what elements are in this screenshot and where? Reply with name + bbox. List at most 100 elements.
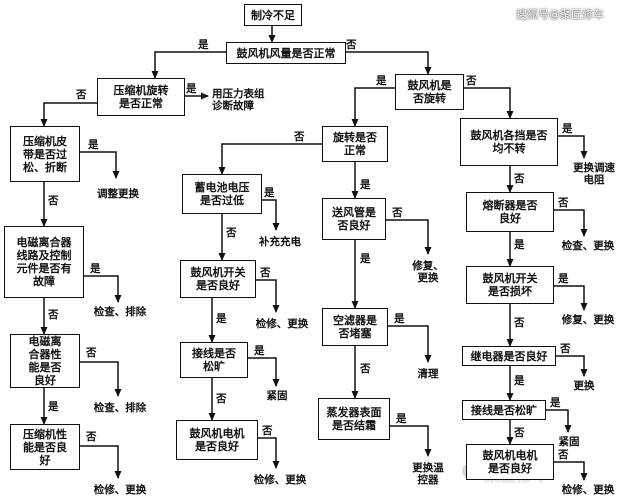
edge-motor-r-no (554, 461, 588, 481)
label-no: 否 (216, 393, 227, 405)
outcome-motor-fix-right: 检修、更换 (561, 484, 615, 496)
node-compressor-rotate: 压缩机旋转 是否正常 (97, 78, 185, 116)
edge-belt-yes (80, 151, 120, 179)
outcome-thermostat: 更换温 控器 (412, 462, 444, 486)
node-root: 制冷不足 (244, 4, 302, 26)
node-belt: 压缩机皮 带是否过 松、折断 (10, 126, 80, 182)
outcome-switch-fix-left: 检修、更换 (255, 318, 309, 330)
outcome-clutch-perf-fix: 检查、排除 (93, 402, 147, 414)
label-no: 否 (226, 227, 237, 239)
node-motor-right: 鼓风机电机 是否良好 (466, 444, 554, 480)
label-yes: 是 (550, 397, 561, 409)
label-no: 否 (86, 431, 97, 443)
label-no: 否 (360, 363, 371, 375)
label-yes: 是 (376, 75, 387, 87)
outcome-clean: 清理 (417, 368, 439, 380)
node-blower-rotate: 鼓风机是 否旋转 (395, 74, 464, 110)
edge-circuit-yes (84, 275, 122, 303)
label-no: 否 (48, 309, 59, 321)
label-yes: 是 (360, 179, 371, 191)
label-no: 否 (76, 89, 87, 101)
label-yes: 是 (394, 313, 405, 325)
label-no: 否 (514, 173, 525, 185)
label-no: 否 (260, 267, 271, 279)
label-yes: 是 (48, 401, 59, 413)
edge-relay-no (556, 355, 588, 377)
label-yes: 是 (198, 39, 209, 51)
outcome-compressor-fix: 检修、更换 (93, 484, 147, 496)
node-clutch-circuit: 电磁离合器 线路及控制 元件是否有 故障 (4, 226, 84, 298)
outcome-clutch-circuit-fix: 检查、排除 (93, 306, 147, 318)
edge-duct-no (386, 219, 432, 255)
label-yes: 是 (562, 123, 573, 135)
edge-switch-r-yes (554, 285, 588, 311)
edge-speed-yes (558, 135, 588, 159)
label-no: 否 (48, 195, 59, 207)
outcome-gauge-diag: 用压力表组 诊断故障 (212, 88, 265, 112)
edge-volume-yes (151, 51, 226, 79)
node-clutch-perf: 电磁离 合器性 能是否 良好 (10, 334, 80, 388)
edge-switch-l-no (256, 279, 280, 313)
label-yes: 是 (514, 375, 525, 387)
edge-volume-no (318, 51, 432, 75)
node-rotate-normal: 旋转是否 正常 (322, 126, 388, 162)
label-no: 否 (514, 427, 525, 439)
node-wire-loose-right: 接线是否松旷 (462, 400, 546, 420)
label-yes: 是 (514, 239, 525, 251)
label-no: 否 (514, 317, 525, 329)
label-no: 否 (558, 197, 569, 209)
node-blower-volume: 鼓风机风量是否正常 (226, 42, 346, 64)
outcome-relay-replace: 更换 (573, 380, 595, 392)
outcome-motor-fix-left: 检修、更换 (253, 474, 307, 486)
node-wire-loose-left: 接线是否 松旷 (180, 342, 248, 378)
label-yes: 是 (90, 263, 101, 275)
label-no: 否 (558, 449, 569, 461)
edge-comp-perf-no (80, 445, 122, 479)
edge-filter-yes (388, 325, 432, 363)
label-no: 否 (86, 347, 97, 359)
edge-normal-no (218, 143, 322, 175)
outcome-belt-adjust: 调整更换 (97, 188, 139, 200)
node-battery: 蓄电池电压 是否过低 (182, 174, 262, 214)
outcome-recharge: 补充充电 (259, 236, 301, 248)
label-yes: 是 (254, 345, 265, 357)
outcome-resistor: 更换调速 电阻 (573, 162, 615, 186)
node-all-speed: 鼓风机各挡是否 均不转 (460, 118, 558, 166)
label-no: 否 (392, 207, 403, 219)
label-yes: 是 (264, 187, 275, 199)
outcome-fuse-fix: 检查、更换 (561, 240, 615, 252)
edge-perf-no (80, 361, 122, 397)
edge-motor-l-no (258, 437, 280, 469)
label-no: 否 (346, 39, 357, 51)
label-no: 否 (262, 425, 273, 437)
edge-wire-r-yes (546, 409, 572, 433)
edge-battery-yes (262, 199, 280, 231)
edge-fuse-no (554, 209, 588, 237)
edge-evap-yes (390, 425, 432, 457)
node-switch-damage-right: 鼓风机开关 是否损坏 (466, 266, 554, 304)
node-evaporator: 蒸发器表面 是否结霜 (318, 398, 390, 440)
label-yes: 是 (216, 313, 227, 325)
edge-rotate-no (464, 87, 514, 119)
label-no: 否 (560, 343, 571, 355)
node-motor-left: 鼓风机电机 是否良好 (176, 420, 258, 460)
node-fuse: 熔断器是否 良好 (466, 192, 554, 232)
label-yes: 是 (396, 413, 407, 425)
node-filter: 空滤器是 否堵塞 (322, 308, 388, 346)
node-relay: 继电器是否良好 (462, 346, 556, 366)
outcome-tighten-right: 紧固 (558, 436, 580, 448)
label-no: 否 (466, 75, 477, 87)
outcome-switch-fix-right: 修复、更换 (561, 314, 615, 326)
outcome-tighten-left: 紧固 (266, 390, 288, 402)
node-blower-switch-left: 鼓风机开关 是否良好 (180, 260, 256, 298)
label-no: 否 (294, 131, 305, 143)
edge-wire-l-yes (248, 357, 280, 387)
label-yes: 是 (186, 83, 197, 95)
edge-compressor-no (40, 102, 97, 127)
label-yes: 是 (360, 253, 371, 265)
outcome-duct-fix: 修复、 更换 (412, 260, 444, 284)
edge-rotate-yes (351, 87, 395, 127)
node-compressor-perf: 压缩机性 能是否良 好 (10, 424, 80, 470)
label-yes: 是 (558, 273, 569, 285)
